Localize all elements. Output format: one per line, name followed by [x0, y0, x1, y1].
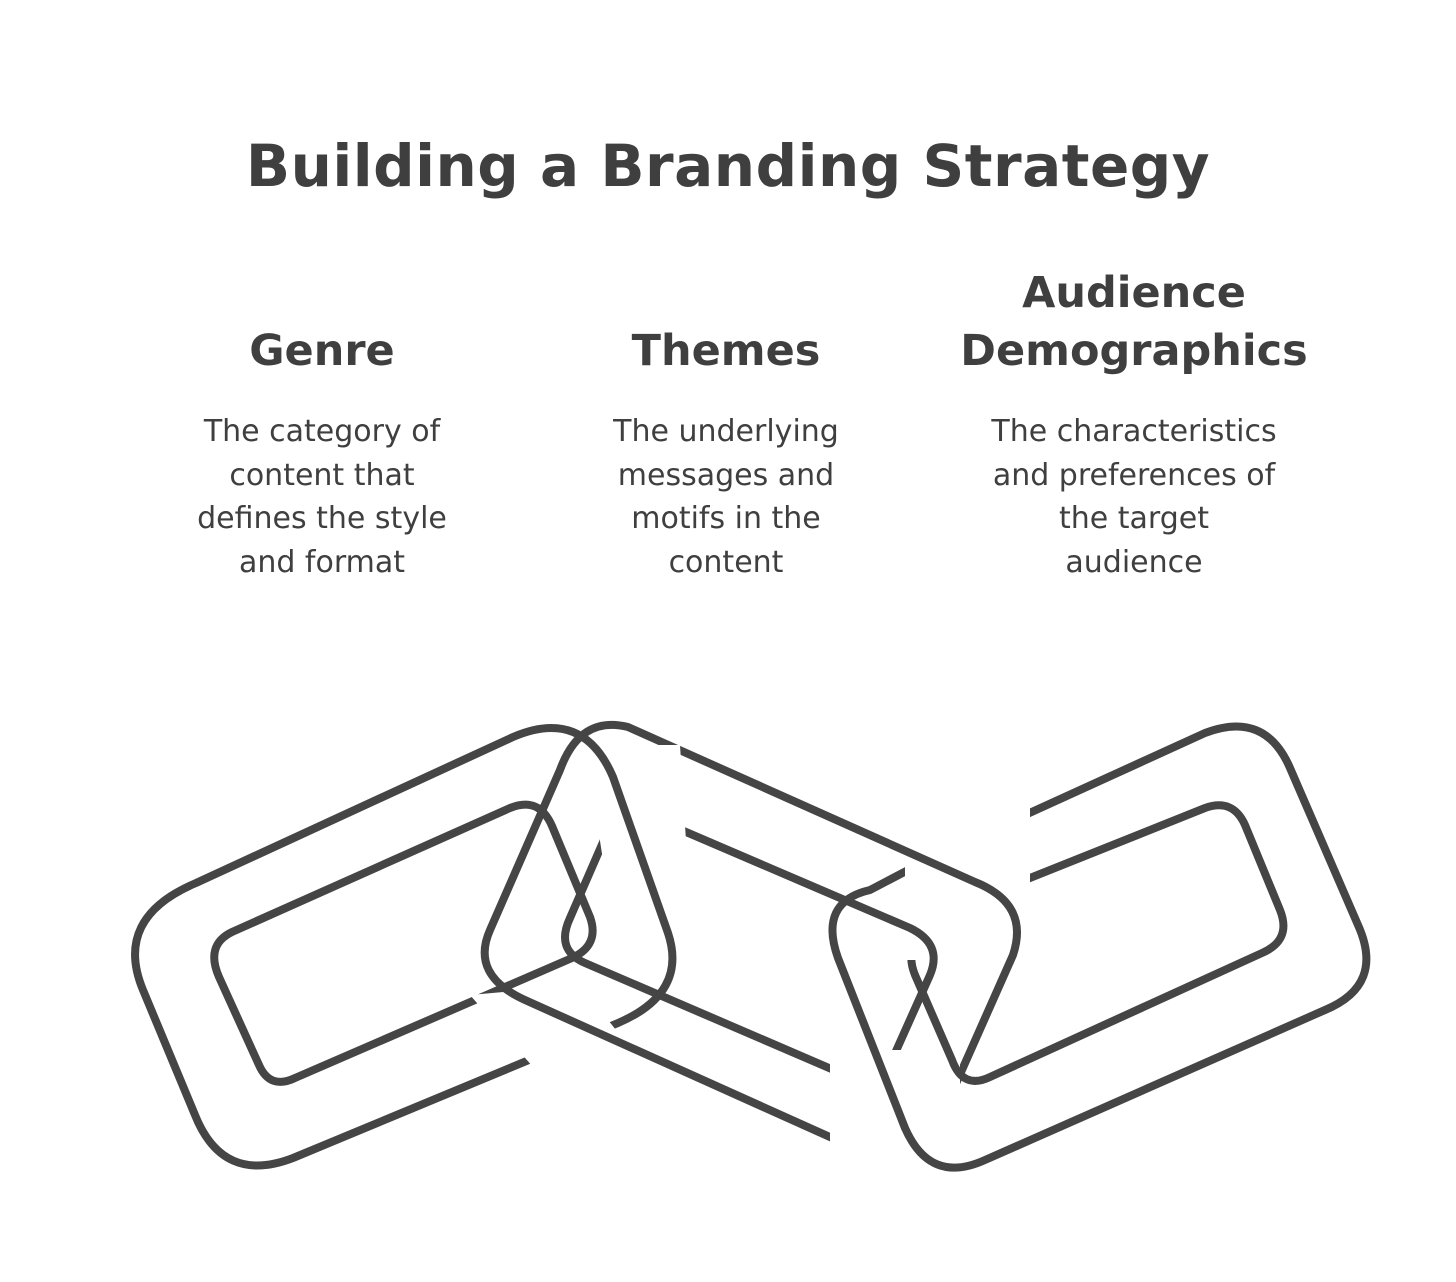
chain-link-themes [485, 725, 1017, 1158]
chain-link-genre [135, 728, 672, 1166]
chain-link-audience [832, 726, 1366, 1167]
